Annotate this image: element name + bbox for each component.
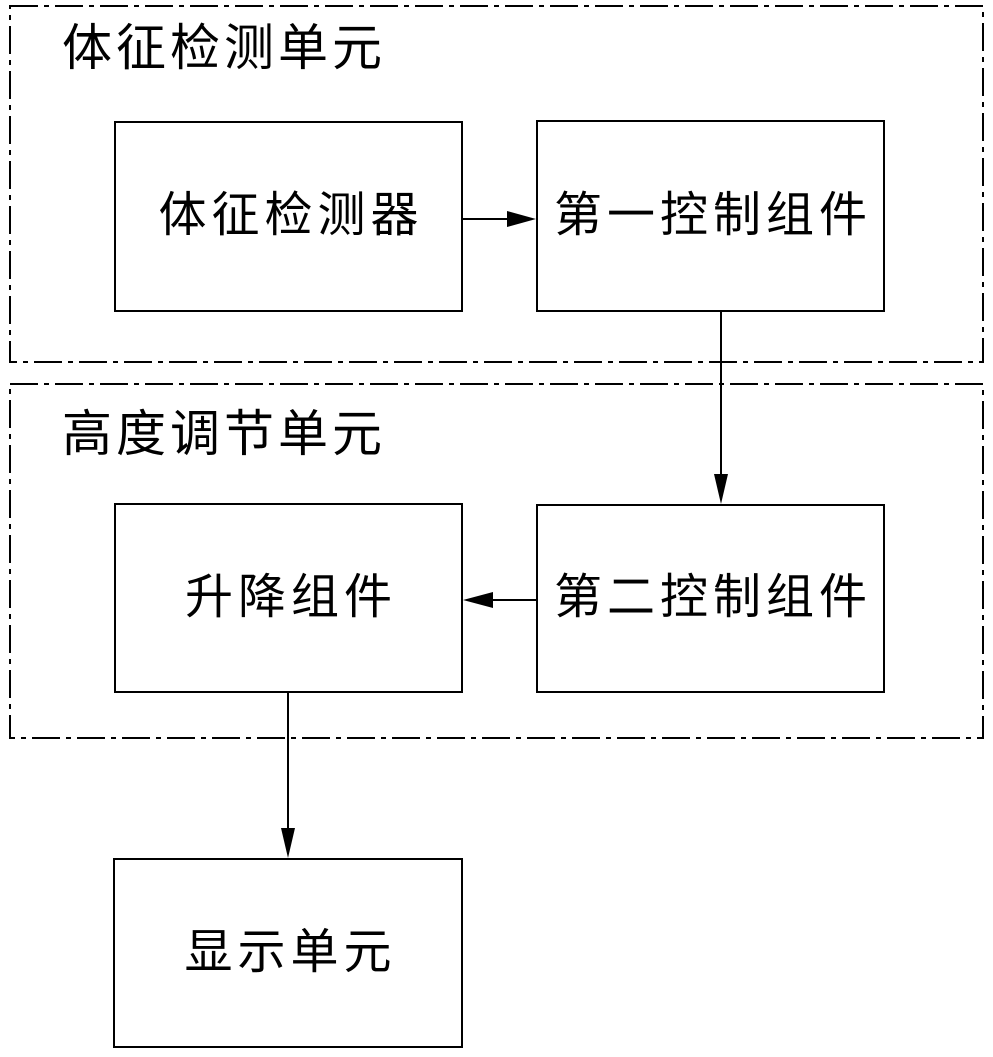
arrowhead-right-control1 <box>507 211 536 227</box>
block-label-vital-sign-detector: 体征检测器 <box>158 189 424 243</box>
arrowhead-left-lift <box>463 592 493 608</box>
block-label-lifting-component: 升降组件 <box>184 570 397 624</box>
group-frame-vital-sign-detection-unit <box>9 5 984 363</box>
group-title-height-adjustment-unit: 高度调节单元 <box>62 406 386 462</box>
arrowhead-down-control2 <box>714 474 728 504</box>
block-first-control-component: 第一控制组件 <box>536 120 885 312</box>
block-label-display-unit: 显示单元 <box>184 925 397 979</box>
group-frame-height-adjustment-unit <box>9 383 984 739</box>
group-title-vital-sign-detection-unit: 体征检测单元 <box>62 20 386 76</box>
block-vital-sign-detector: 体征检测器 <box>114 121 463 312</box>
block-label-second-control-component: 第二控制组件 <box>553 571 872 625</box>
block-display-unit: 显示单元 <box>113 858 463 1048</box>
block-second-control-component: 第二控制组件 <box>536 504 885 693</box>
arrowhead-down-display <box>281 828 295 858</box>
block-lifting-component: 升降组件 <box>114 503 463 693</box>
block-label-first-control-component: 第一控制组件 <box>553 188 872 242</box>
